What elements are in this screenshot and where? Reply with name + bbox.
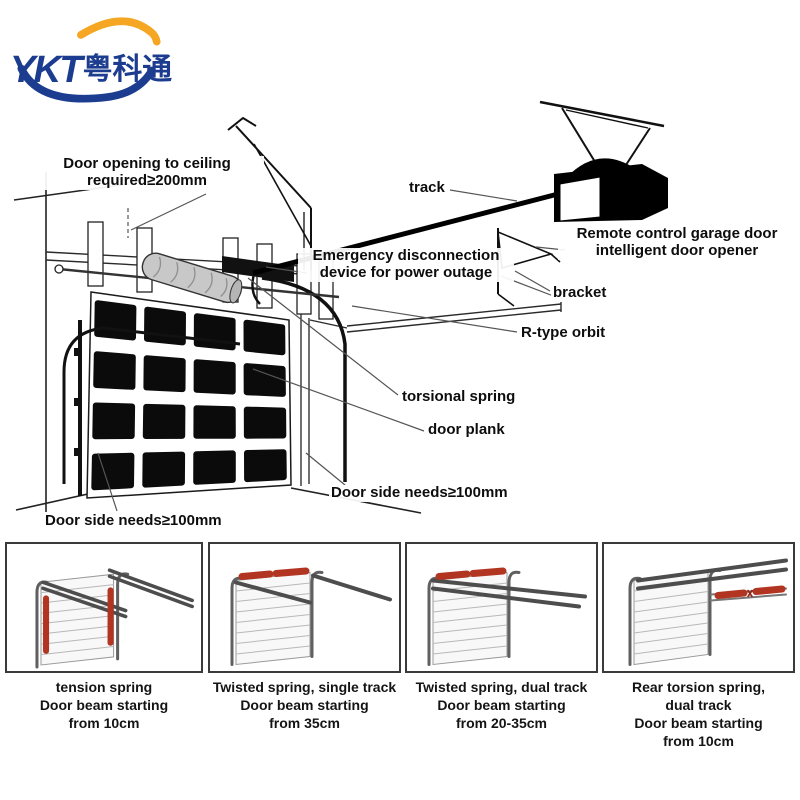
panel-tension-spring (5, 542, 203, 673)
label-r-type-orbit: R-type orbit (519, 324, 608, 342)
garage-door-diagram (13, 100, 668, 514)
logo-chinese-text: 粤科通 (83, 52, 173, 86)
label-track: track (407, 179, 447, 197)
door-right-jamb (300, 314, 310, 486)
label-door-plank: door plank (426, 421, 507, 439)
rear-torsion-illustration (628, 558, 788, 666)
caption-rear-torsion: Rear torsion spring, dual track Door bea… (631, 679, 766, 749)
tension-spring-illustration (35, 568, 194, 669)
motor-mount (539, 100, 665, 171)
r-type-orbit-track (261, 276, 347, 482)
header-shadow (222, 256, 294, 282)
label-door-opening: Door opening to ceiling required≥200mm (30, 155, 264, 190)
single-track-illustration (230, 567, 392, 666)
panel-dual-track (405, 542, 598, 673)
dual-track-illustration (427, 567, 587, 666)
label-door-side-left: Door side needs≥100mm (43, 512, 224, 530)
caption-single-track: Twisted spring, single track Door beam s… (212, 679, 397, 731)
label-remote-opener: Remote control garage door intelligent d… (558, 225, 796, 260)
torsion-bar-end (54, 264, 64, 274)
torsional-spring-cylinder (141, 252, 243, 304)
door-opener-motor (554, 158, 668, 222)
company-logo: YKT 粤科通 (10, 17, 173, 103)
logo-latin-text: YKT (10, 48, 86, 91)
panel-single-track (208, 542, 401, 673)
hinge-tabs (74, 348, 82, 456)
logo-swoosh-orange-icon (77, 17, 161, 46)
caption-tension-spring: tension spring Door beam starting from 1… (39, 679, 169, 731)
label-emergency: Emergency disconnection device for power… (298, 247, 514, 282)
panel-rear-torsion (602, 542, 795, 673)
label-bracket: bracket (551, 284, 609, 302)
label-door-side-right: Door side needs≥100mm (329, 484, 510, 502)
label-torsional-spring: torsional spring (400, 388, 518, 406)
emergency-release-cord (251, 273, 261, 305)
left-curved-track (62, 326, 241, 484)
logo-swoosh-blue-icon (17, 64, 156, 103)
caption-dual-track: Twisted spring, dual track Door beam sta… (415, 679, 588, 731)
